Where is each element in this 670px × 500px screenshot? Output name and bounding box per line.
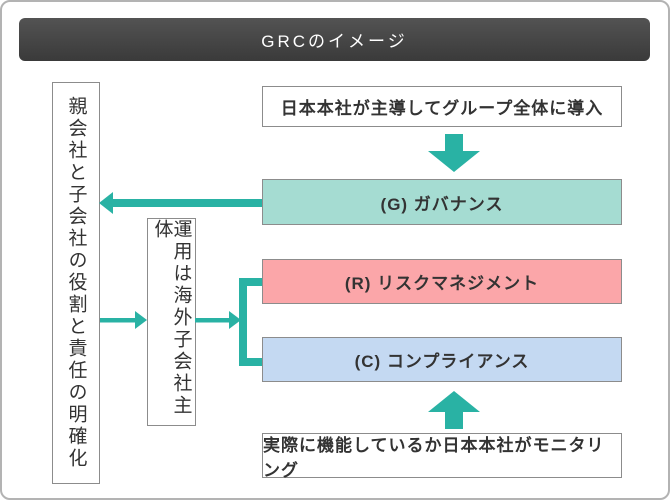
top-note-text: 日本本社が主導してグループ全体に導入 [280,99,604,118]
diagram-title-bar: GRCのイメージ [19,18,650,61]
top-note-box: 日本本社が主導してグループ全体に導入 [262,86,622,127]
arrow-up-icon [428,391,480,429]
risk-box: (R) リスクマネジメント [262,259,622,304]
left-note-text: 親会社と子会社の役割と責任の明確化 [65,96,87,470]
arrow-left-icon [99,192,262,214]
page-title: GRCのイメージ [261,32,408,51]
risk-label: (R) リスクマネジメント [344,274,540,293]
arrow-right-icon [195,311,241,329]
middle-note-box: 運用は海外子会社主体 [147,218,196,426]
arrow-down-icon [428,134,480,172]
bottom-note-box: 実際に機能しているか日本本社がモニタリング [262,433,622,480]
arrow-right-icon [100,311,147,329]
risk-compliance-bracket [239,278,262,366]
governance-label: (G) ガバナンス [380,194,504,214]
compliance-label: (C) コンプライアンス [354,352,530,371]
governance-box: (G) ガバナンス [262,179,622,225]
bottom-note-text: 実際に機能しているか日本本社がモニタリング [263,435,605,480]
compliance-box: (C) コンプライアンス [262,337,622,382]
left-note-box: 親会社と子会社の役割と責任の明確化 [52,82,100,484]
middle-note-text: 運用は海外子会社主体 [151,219,192,417]
